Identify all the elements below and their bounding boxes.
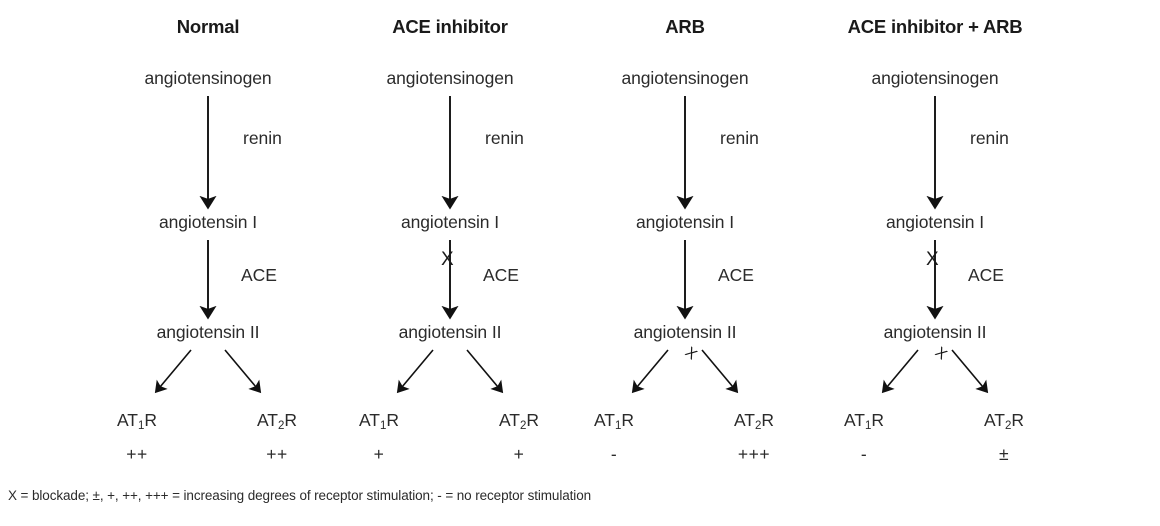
column-title: Normal xyxy=(176,16,240,37)
pathway-arrows xyxy=(396,96,504,394)
node-angiotensinogen: angiotensinogen xyxy=(144,68,272,88)
receptor-at2r-prefix: AT xyxy=(498,410,521,430)
score-at2r: +++ xyxy=(737,444,771,464)
score-at1r: - xyxy=(610,444,618,464)
edge-label-ace: ACE xyxy=(718,265,754,285)
node-angiotensin-ii: angiotensin II xyxy=(398,322,502,342)
receptor-row: AT1R AT2R xyxy=(540,410,830,436)
node-angiotensinogen: angiotensinogen xyxy=(871,68,999,88)
receptor-at1r-subscript: 1 xyxy=(138,420,145,432)
score-row: ++ ++ xyxy=(63,444,353,468)
receptor-at1r-subscript: 1 xyxy=(380,420,387,432)
receptor-row: AT1R AT2R xyxy=(305,410,595,436)
receptor-at2r-suffix: R xyxy=(526,410,540,430)
receptor-at1r-subscript: 1 xyxy=(865,420,872,432)
receptor-at1r-suffix: R xyxy=(144,410,158,430)
node-angiotensin-i: angiotensin I xyxy=(401,212,499,232)
receptor-at2r-subscript: 2 xyxy=(520,420,527,432)
receptor-at1r-prefix: AT xyxy=(843,410,866,430)
node-angiotensin-i: angiotensin I xyxy=(159,212,257,232)
receptor-at2r: AT2R xyxy=(944,410,1064,432)
receptor-row: AT1R AT2R xyxy=(790,410,1080,436)
receptor-at1r: AT1R xyxy=(554,410,674,432)
edge-label-ace: ACE xyxy=(483,265,519,285)
receptor-at1r-prefix: AT xyxy=(358,410,381,430)
receptor-row: AT1R AT2R xyxy=(63,410,353,436)
receptor-at1r-prefix: AT xyxy=(116,410,139,430)
score-at2r: ++ xyxy=(266,444,288,464)
pathway-column-ace-inhibitor: ACE inhibitor angiotensinogen angiotensi… xyxy=(305,0,595,480)
receptor-at2r: AT2R xyxy=(217,410,337,432)
node-angiotensinogen: angiotensinogen xyxy=(386,68,514,88)
score-row: - +++ xyxy=(540,444,830,468)
receptor-at2r-suffix: R xyxy=(1011,410,1025,430)
receptor-at2r-prefix: AT xyxy=(256,410,279,430)
edge-label-renin: renin xyxy=(720,128,759,148)
receptor-at1r-suffix: R xyxy=(386,410,400,430)
pathway-arrows xyxy=(154,96,262,394)
receptor-at1r: AT1R xyxy=(77,410,197,432)
node-angiotensinogen: angiotensinogen xyxy=(621,68,749,88)
score-at2r: ± xyxy=(998,444,1010,464)
receptor-at2r-subscript: 2 xyxy=(1005,420,1012,432)
node-angiotensin-ii: angiotensin II xyxy=(883,322,987,342)
receptor-at1r-suffix: R xyxy=(871,410,885,430)
receptor-at2r: AT2R xyxy=(459,410,579,432)
pathway-column-ace-inhibitor-plus-arb: ACE inhibitor + ARB angiotensinogen angi… xyxy=(790,0,1080,480)
receptor-at1r-subscript: 1 xyxy=(615,420,622,432)
column-title: ARB xyxy=(665,16,705,37)
column-title: ACE inhibitor xyxy=(392,16,508,37)
receptor-at2r-prefix: AT xyxy=(733,410,756,430)
receptor-at1r: AT1R xyxy=(319,410,439,432)
edge-label-renin: renin xyxy=(243,128,282,148)
score-at1r: - xyxy=(860,444,868,464)
score-at1r: + xyxy=(373,444,385,464)
node-angiotensin-i: angiotensin I xyxy=(886,212,984,232)
pathway-arrows xyxy=(631,96,739,394)
pathway-column-arb: ARB angiotensinogen angiotensin I angiot… xyxy=(540,0,830,480)
edge-label-ace: ACE xyxy=(241,265,277,285)
receptor-at1r-prefix: AT xyxy=(593,410,616,430)
node-angiotensin-i: angiotensin I xyxy=(636,212,734,232)
receptor-at2r-suffix: R xyxy=(284,410,298,430)
edge-label-renin: renin xyxy=(970,128,1009,148)
score-at2r: + xyxy=(513,444,525,464)
receptor-at2r-subscript: 2 xyxy=(755,420,762,432)
pathway-arrows xyxy=(881,96,989,394)
score-at1r: ++ xyxy=(126,444,148,464)
blockade-x-ace: X xyxy=(441,249,454,270)
receptor-at2r-prefix: AT xyxy=(983,410,1006,430)
column-title: ACE inhibitor + ARB xyxy=(847,16,1023,37)
pathway-column-normal: Normal angiotensinogen angiotensin I ang… xyxy=(63,0,353,480)
receptor-at2r-suffix: R xyxy=(761,410,775,430)
blockade-x-ace: X xyxy=(926,249,939,270)
node-angiotensin-ii: angiotensin II xyxy=(633,322,737,342)
score-row: - ± xyxy=(790,444,1080,468)
edge-label-renin: renin xyxy=(485,128,524,148)
node-angiotensin-ii: angiotensin II xyxy=(156,322,260,342)
figure-footnote: X = blockade; ±, +, ++, +++ = increasing… xyxy=(8,488,592,503)
receptor-at1r-suffix: R xyxy=(621,410,635,430)
receptor-at2r: AT2R xyxy=(694,410,814,432)
receptor-at2r-subscript: 2 xyxy=(278,420,285,432)
score-row: + + xyxy=(305,444,595,468)
edge-label-ace: ACE xyxy=(968,265,1004,285)
receptor-at1r: AT1R xyxy=(804,410,924,432)
